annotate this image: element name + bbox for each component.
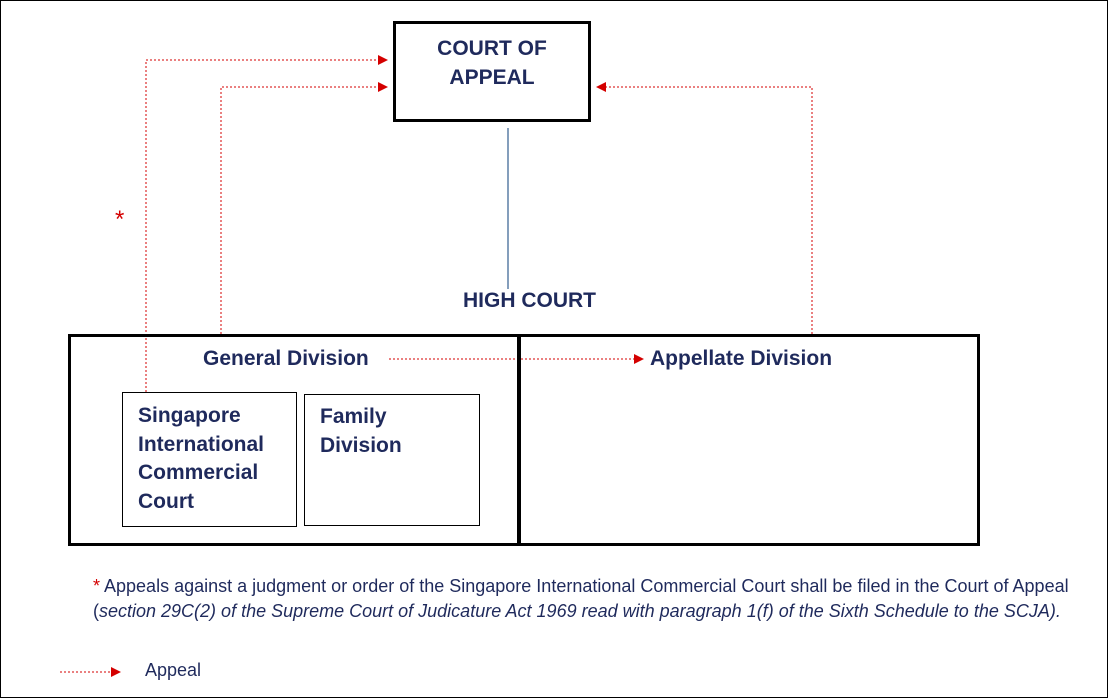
general-division-label: General Division bbox=[203, 347, 369, 370]
sicc-label: Singapore International Commercial Court bbox=[138, 404, 265, 513]
legend-label: Appeal bbox=[145, 660, 202, 680]
appellate-division-label: Appellate Division bbox=[650, 347, 833, 370]
family-division-box: Family Division bbox=[304, 394, 480, 526]
general-division-appeal-arrow bbox=[220, 82, 388, 334]
appellate-division-appeal-arrow bbox=[596, 82, 813, 334]
asterisk-marker: * bbox=[115, 206, 125, 233]
footnote-asterisk: * bbox=[93, 576, 101, 596]
court-of-appeal-label: COURT OF APPEAL bbox=[437, 37, 547, 89]
appellate-division-box bbox=[517, 334, 980, 546]
high-court-label: HIGH COURT bbox=[463, 289, 596, 312]
footnote-text: Appeals against a judgment or order of t… bbox=[93, 576, 1069, 621]
family-division-label: Family Division bbox=[320, 405, 402, 457]
footnote: * Appeals against a judgment or order of… bbox=[93, 574, 1098, 624]
footnote-citation: section 29C(2) of the Supreme Court of J… bbox=[99, 601, 1061, 621]
sicc-box: Singapore International Commercial Court bbox=[122, 392, 297, 527]
court-of-appeal-box: COURT OF APPEAL bbox=[393, 21, 591, 122]
sicc-appeal-arrow bbox=[145, 55, 388, 392]
